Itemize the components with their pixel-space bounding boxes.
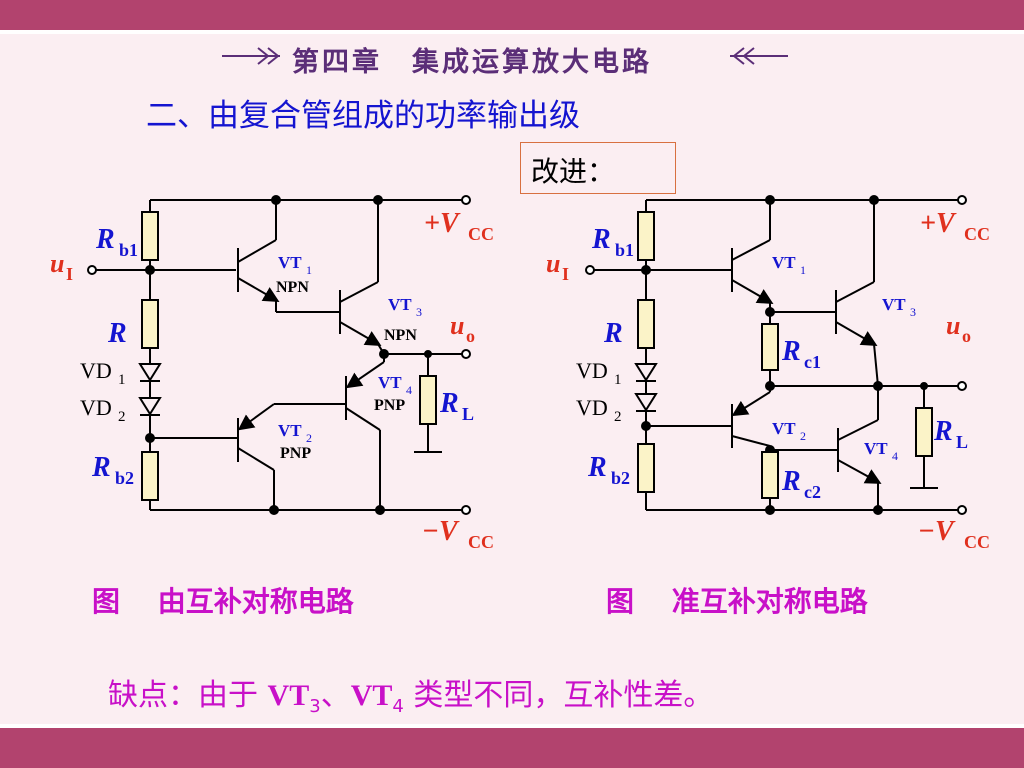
vt1-sub-2: 1 [800, 263, 806, 277]
right-circuit [585, 195, 967, 515]
drawback-suffix: 类型不同，互补性差。 [403, 678, 714, 713]
ui-sub: I [66, 264, 73, 284]
vd2-sub: 2 [118, 409, 126, 425]
drawback-sep: 、 [320, 678, 351, 713]
vt3-label: VT [388, 295, 412, 314]
vcc-pos-sub-2: CC [964, 224, 990, 244]
right-labels: R b1 u I R VD 1 VD 2 R b2 VT 1 VT 3 R c1… [546, 208, 990, 552]
vd2-sub-2: 2 [614, 409, 622, 425]
vt3-sub: 3 [416, 305, 422, 319]
bottom-band-divider [0, 724, 1024, 728]
ui-label-2: u [546, 249, 560, 278]
rb1-sub: b1 [119, 240, 138, 260]
vcc-pos-label: +V [424, 208, 461, 239]
rc2-sub: c2 [804, 482, 821, 502]
top-band-divider [0, 30, 1024, 34]
vt2-label-2: VT [772, 419, 796, 438]
vt3-type: NPN [384, 327, 417, 344]
rb2-sub: b2 [115, 468, 134, 488]
vt4-text-sub: 4 [392, 696, 404, 717]
vt1-type: NPN [276, 279, 309, 296]
vt4-label: VT [378, 373, 402, 392]
left-labels: R b1 u I R VD 1 VD 2 R b2 VT 1 NPN VT 3 … [50, 208, 494, 552]
ui-label: u [50, 249, 64, 278]
right-caption: 图 准互补对称电路 [606, 585, 868, 618]
vt1-label-2: VT [772, 253, 796, 272]
r-label-2: R [603, 318, 623, 349]
rl-label: R [439, 388, 459, 419]
vcc-neg-sub-2: CC [964, 532, 990, 552]
vcc-pos-label-2: +V [920, 208, 957, 239]
vcc-neg-sub: CC [468, 532, 494, 552]
header-ornament-icon [222, 47, 788, 65]
vd1-sub: 1 [118, 372, 126, 388]
vcc-neg-label: −V [422, 516, 460, 547]
rc1-sub: c1 [804, 352, 821, 372]
rl-label-2: R [933, 416, 953, 447]
improvement-label: 改进： [531, 155, 616, 188]
vt2-type: PNP [280, 445, 311, 462]
vt3-text-sub: 3 [309, 696, 321, 717]
vd1-label: VD [80, 358, 112, 383]
top-band [0, 0, 1024, 30]
uo-sub-2: o [962, 326, 971, 346]
drawback-prefix: 缺点：由于 [108, 678, 268, 713]
vt3-sub-2: 3 [910, 305, 916, 319]
vt1-label: VT [278, 253, 302, 272]
rb1-label: R [95, 224, 115, 255]
rb2-label-2: R [587, 452, 607, 483]
rb2-sub-2: b2 [611, 468, 630, 488]
left-circuit [87, 195, 471, 515]
left-caption: 图 由互补对称电路 [92, 585, 354, 618]
vt2-label: VT [278, 421, 302, 440]
uo-sub: o [466, 326, 475, 346]
uo-label-2: u [946, 311, 960, 340]
section-title: 二、由复合管组成的功率输出级 [146, 98, 580, 134]
rl-sub: L [462, 404, 474, 424]
vcc-neg-label-2: −V [918, 516, 956, 547]
improvement-box: 改进： [520, 142, 676, 194]
chapter-header [0, 38, 1024, 78]
vd1-label-2: VD [576, 358, 608, 383]
vt3-text: VT [267, 679, 310, 712]
chapter-title: 第四章 集成运算放大电路 [292, 47, 652, 78]
uo-label: u [450, 311, 464, 340]
vcc-pos-sub: CC [468, 224, 494, 244]
rb1-sub-2: b1 [615, 240, 634, 260]
vt4-sub-2: 4 [892, 449, 898, 463]
vt2-sub-2: 2 [800, 429, 806, 443]
ui-sub-2: I [562, 264, 569, 284]
vt2-sub: 2 [306, 431, 312, 445]
rb1-label-2: R [591, 224, 611, 255]
vd2-label: VD [80, 395, 112, 420]
rl-sub-2: L [956, 432, 968, 452]
vd2-label-2: VD [576, 395, 608, 420]
vt4-sub: 4 [406, 383, 412, 397]
drawback-note: 缺点：由于 VT3、VT4 类型不同，互补性差。 [108, 670, 713, 717]
rc1-label: R [781, 336, 801, 367]
rc2-label: R [781, 466, 801, 497]
bottom-band [0, 728, 1024, 768]
r-label: R [107, 318, 127, 349]
vd1-sub-2: 1 [614, 372, 622, 388]
vt4-type: PNP [374, 397, 405, 414]
vt1-sub: 1 [306, 263, 312, 277]
vt3-label-2: VT [882, 295, 906, 314]
vt4-label-2: VT [864, 439, 888, 458]
rb2-label: R [91, 452, 111, 483]
vt4-text: VT [350, 679, 393, 712]
